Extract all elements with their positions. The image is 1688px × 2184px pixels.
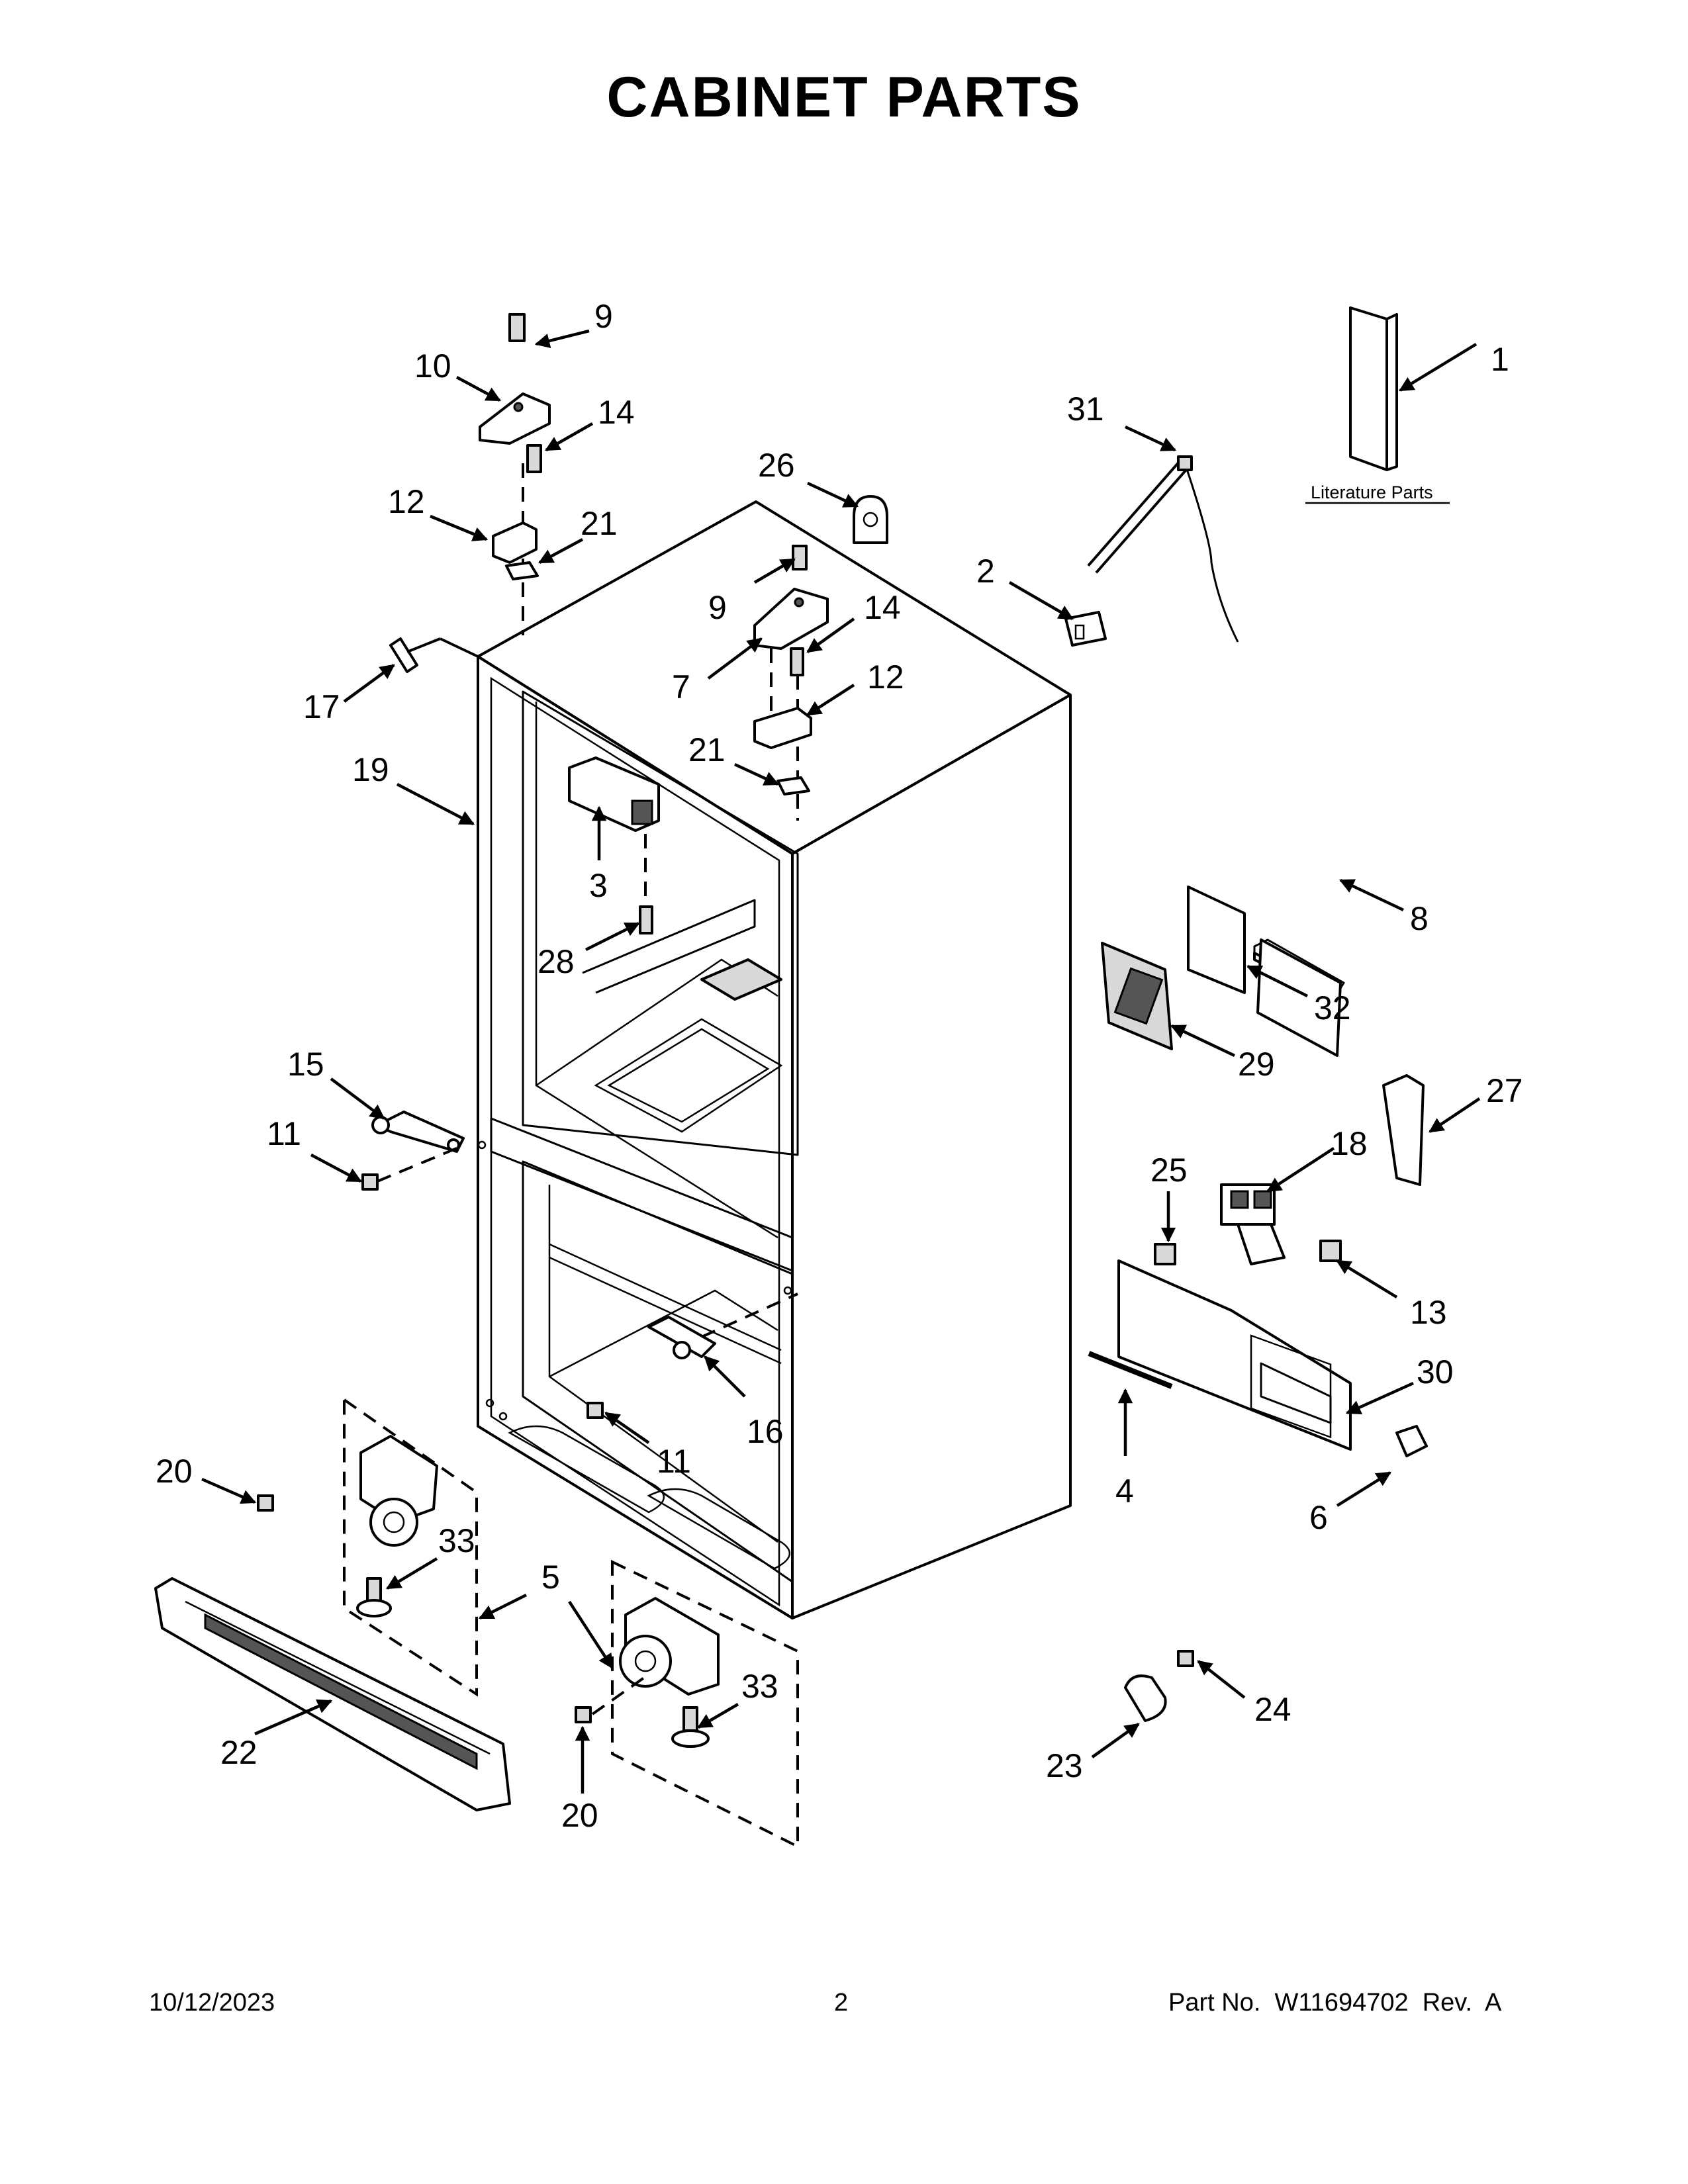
callout-23: 23 [1046,1747,1083,1784]
callout-11: 11 [657,1443,691,1480]
water-tube [1087,455,1239,643]
callout-5: 5 [541,1559,560,1596]
part-6-clip [1395,1425,1428,1457]
electronic-control-assembly [1101,886,1345,1057]
callout-20: 20 [561,1797,598,1834]
callout-25: 25 [1150,1152,1188,1189]
callout-26: 26 [758,447,795,484]
callout-1: 1 [1491,341,1509,378]
callout-31: 31 [1067,390,1104,428]
callout-13: 13 [1410,1294,1447,1331]
callout-3: 3 [589,867,608,904]
part-27-cover [1382,1074,1425,1186]
literature-parts [1305,306,1450,504]
left-top-hinge-assembly [479,313,551,635]
callout-11: 11 [267,1115,301,1152]
callout-33: 33 [438,1522,475,1559]
callout-14: 14 [864,589,901,626]
center-hinge-left [361,1111,465,1191]
callout-4: 4 [1115,1473,1134,1510]
callout-19: 19 [352,751,389,788]
lower-access-panel [1117,1259,1352,1451]
footer-date: 10/12/2023 [149,1989,275,2017]
callout-27: 27 [1486,1072,1523,1109]
part-3-bracket [568,756,660,934]
literature-parts-label: Literature Parts [1311,482,1433,502]
clamp-and-screw [1124,1650,1194,1722]
callout-17: 17 [303,688,340,725]
center-hinge-right [586,1293,798,1419]
base-grille [154,1577,511,1811]
callout-30: 30 [1417,1353,1454,1390]
water-valve-assembly [1154,1183,1342,1265]
right-top-hinge-assembly [753,545,829,821]
callout-7: 7 [672,668,690,705]
callout-22: 22 [220,1734,258,1771]
callout-12: 12 [388,483,425,520]
callout-9: 9 [708,589,727,626]
left-roller-assembly [257,1397,478,1697]
callout-28: 28 [538,943,575,980]
callout-14: 14 [598,394,635,431]
callout-6: 6 [1309,1499,1328,1536]
callout-18: 18 [1331,1125,1368,1162]
callout-33: 33 [741,1668,778,1705]
callout-leaders [201,329,1481,1794]
callout-20: 20 [156,1453,193,1490]
callout-29: 29 [1238,1046,1275,1083]
callout-32: 32 [1314,989,1351,1026]
right-roller-assembly [575,1559,799,1849]
callout-8: 8 [1410,900,1429,937]
callout-24: 24 [1254,1691,1291,1728]
callout-labels: 1 2 3 4 5 6 7 8 9 9 10 11 11 12 12 13 14… [156,298,1523,1834]
callout-15: 15 [287,1046,324,1083]
callout-2: 2 [976,553,995,590]
callout-12: 12 [867,659,904,696]
footer-part-number: Part No. W11694702 Rev. A [1168,1989,1502,2017]
part-4-rod [1088,1351,1173,1389]
page-title: CABINET PARTS [606,66,1082,129]
callout-21: 21 [581,505,618,542]
callout-16: 16 [747,1413,784,1450]
hinge-bumper [853,495,888,544]
callout-10: 10 [414,347,451,385]
callout-21: 21 [688,731,726,768]
callout-9: 9 [594,298,613,335]
bracket-2 [1064,611,1107,647]
footer-page-number: 2 [834,1989,849,2017]
part-17-clip [389,637,418,673]
refrigerator-cabinet [477,500,1072,1619]
